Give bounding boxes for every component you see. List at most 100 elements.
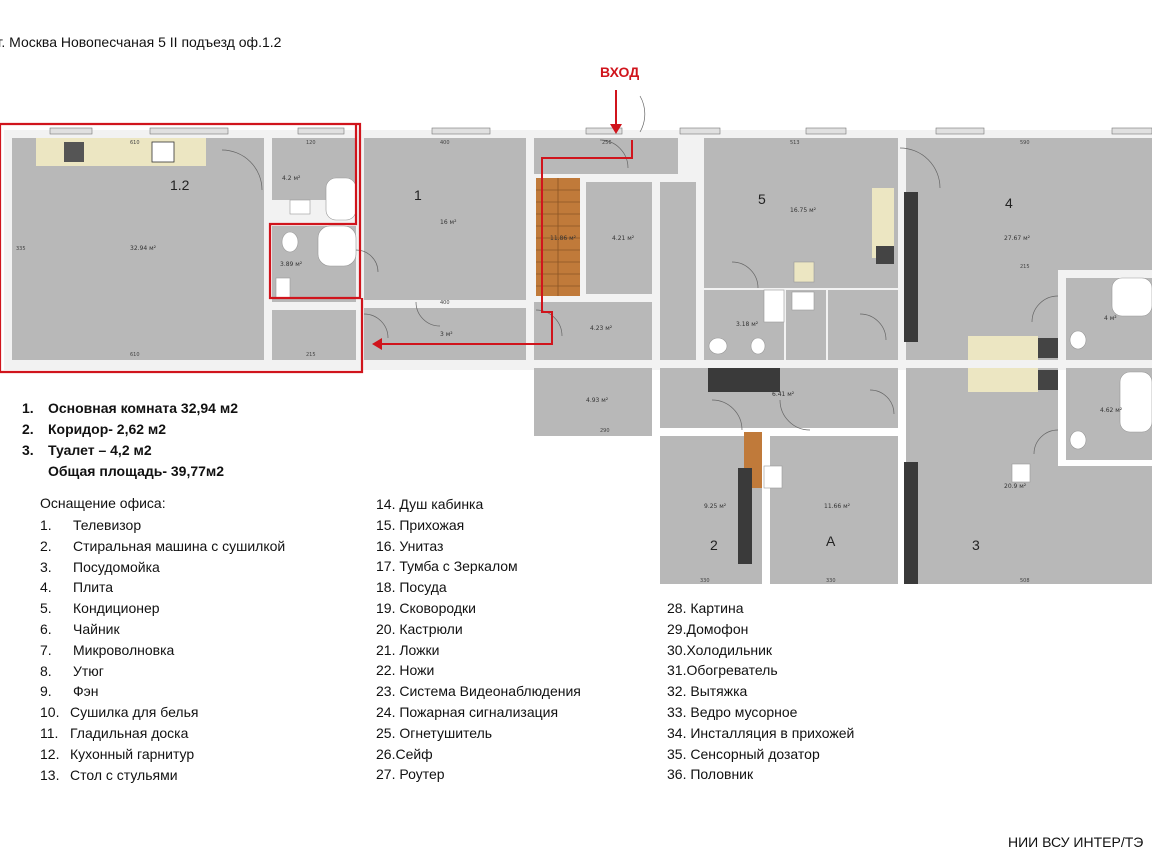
equipment-item: 26.Сейф	[376, 745, 433, 762]
door-a	[779, 399, 811, 431]
shower-2-icon	[317, 225, 357, 267]
wardrobe-4	[904, 192, 918, 342]
svg-text:256: 256	[602, 140, 612, 146]
svg-text:610: 610	[130, 140, 140, 146]
equipment-item: 8.Утюг	[40, 662, 104, 679]
door-3	[869, 389, 895, 415]
windows	[49, 127, 1152, 135]
room-label-3: 3	[972, 537, 980, 553]
svg-text:215: 215	[1020, 264, 1030, 270]
door-stair	[535, 309, 563, 337]
door-1	[415, 301, 441, 327]
equipment-item: 7.Микроволновка	[40, 641, 175, 658]
equipment-item: 35. Сенсорный дозатор	[667, 745, 820, 762]
room-area-a: 11.66 м²	[824, 503, 851, 510]
equipment-item: 10.Сушилка для белья	[40, 704, 199, 721]
equipment-item: 25. Огнетушитель	[376, 724, 493, 741]
small-room-3-area: 4.93 м²	[586, 397, 609, 404]
wc-3-area: 4.62 м²	[1100, 407, 1123, 414]
small-room-1-area: 4.21 м²	[612, 235, 635, 242]
small-room-3-floor	[534, 368, 652, 436]
door-2	[711, 399, 743, 431]
toilet-4-icon	[1069, 330, 1087, 350]
room-label-1: 1	[414, 187, 422, 203]
equipment-item: 13.Стол с стульями	[40, 766, 178, 783]
wardrobe-3	[904, 462, 918, 584]
door-wc3	[1033, 429, 1059, 455]
counter-3	[968, 368, 1038, 392]
entrance-route	[374, 90, 633, 345]
equipment-item: 12.Кухонный гарнитур	[40, 745, 195, 762]
equipment-item: 16. Унитаз	[376, 537, 444, 554]
equipment-item: 21. Ложки	[376, 641, 440, 658]
equipment-item: 6.Чайник	[40, 620, 120, 637]
equipment-list-1: 1.Телевизор 2.Стиральная машина с сушилк…	[40, 515, 285, 785]
room-1-floor	[364, 138, 526, 300]
svg-text:335: 335	[16, 246, 26, 252]
equipment-heading: Оснащение офиса:	[40, 495, 166, 511]
equipment-list-3: 28. Картина 29.Домофон 30.Холодильник 31…	[667, 598, 854, 785]
corridor-floor	[272, 310, 356, 360]
entrance-floor	[534, 138, 678, 174]
svg-text:120: 120	[306, 140, 316, 146]
summary-row: 3.Туалет – 4,2 м2	[22, 442, 152, 458]
toilet-5-icon	[708, 337, 728, 355]
equipment-item: 36. Половник	[667, 766, 754, 783]
small-room-floor	[586, 182, 652, 294]
toilet-3-icon	[1069, 430, 1087, 450]
equipment-item: 24. Пожарная сигнализация	[376, 703, 559, 720]
room-label-a: А	[826, 533, 836, 549]
svg-text:508: 508	[1020, 578, 1030, 584]
stair-area: 11.86 м²	[550, 235, 577, 242]
cabinet-2-icon	[763, 465, 783, 489]
corridor-1-area: 3 м²	[440, 331, 453, 338]
room-area-2: 9.25 м²	[704, 503, 727, 510]
summary-row: 2.Коридор- 2,62 м2	[22, 421, 167, 437]
svg-text:215: 215	[306, 352, 316, 358]
room-area-1: 16 м²	[440, 219, 457, 226]
counter-4	[968, 336, 1038, 360]
arrow-head-down-icon	[610, 124, 622, 134]
corridor-area: 6.41 м²	[772, 391, 795, 398]
room-label-1-2: 1.2	[170, 177, 190, 193]
table-5-icon	[793, 261, 815, 283]
door-corridor	[363, 313, 389, 339]
room-label-5: 5	[758, 191, 766, 207]
plan-title: г. Москва Новопесчаная 5 II подъезд оф.1…	[0, 34, 282, 50]
sink-5-icon	[876, 246, 894, 264]
door-entrance-1	[599, 139, 629, 169]
small-room-2-floor	[534, 302, 652, 360]
room-3b-floor	[1058, 466, 1152, 584]
equipment-item: 33. Ведро мусорное	[667, 703, 798, 720]
equipment-item: 32. Вытяжка	[667, 683, 748, 700]
equipment-item: 9.Фэн	[40, 683, 99, 700]
equipment-item: 4.Плита	[40, 579, 114, 596]
cabinet-corridor	[708, 368, 780, 392]
equipment-item: 14. Душ кабинка	[376, 496, 484, 512]
corridor-1-floor	[364, 308, 526, 360]
shower-5-icon	[763, 289, 785, 323]
door-5b	[859, 313, 887, 341]
equipment-item: 18. Посуда	[376, 579, 447, 596]
stair-steps	[536, 178, 580, 296]
shower-1-icon	[325, 177, 357, 221]
room-a-floor	[770, 436, 898, 584]
svg-text:610: 610	[130, 352, 140, 358]
room-4-floor	[906, 138, 1152, 270]
equipment-list-2: 14. Душ кабинка 15. Прихожая 16. Унитаз …	[376, 494, 581, 785]
equipment-item: 27. Роутер	[376, 766, 445, 783]
stove-icon	[151, 141, 175, 163]
equipment-item: 3.Посудомойка	[40, 558, 160, 575]
table-3-icon	[1011, 463, 1031, 483]
svg-text:400: 400	[440, 140, 450, 146]
equipment-item: 19. Сковородки	[376, 599, 476, 616]
wc-5-area: 3.18 м²	[736, 321, 759, 328]
equipment-item: 20. Кастрюли	[376, 620, 463, 637]
route-line	[374, 140, 633, 345]
vest-5-floor	[828, 290, 898, 360]
toilet-icon	[281, 231, 299, 253]
office-boundary	[0, 122, 364, 374]
equipment-item: 1.Телевизор	[40, 517, 142, 533]
sanitary-fixtures	[275, 177, 1152, 489]
